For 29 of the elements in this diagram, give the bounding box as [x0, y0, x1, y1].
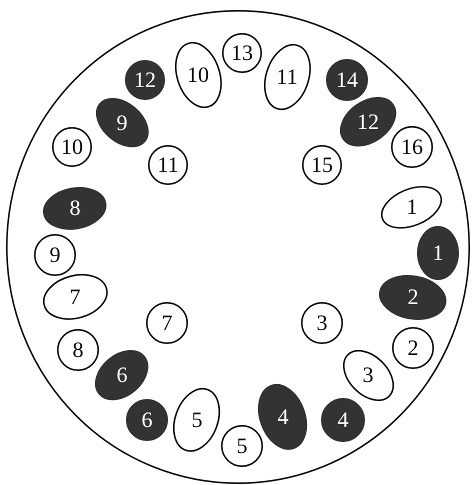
numbered-oval: 7: [146, 302, 188, 344]
numbered-oval: 2: [379, 274, 447, 320]
numbered-oval: 6: [126, 399, 168, 441]
numbered-oval: 1: [381, 186, 442, 228]
numbered-oval: 4: [258, 384, 308, 450]
numbered-oval: 3: [342, 350, 394, 400]
numbered-oval: 12: [125, 60, 165, 100]
numbered-oval: 16: [391, 126, 433, 168]
numbered-oval: 9: [96, 98, 148, 148]
numbered-oval: 8: [57, 329, 99, 371]
numbered-oval: 12: [340, 97, 396, 147]
numbered-oval: 2: [392, 327, 434, 369]
numbered-oval: 6: [95, 350, 149, 400]
numbered-oval: 10: [174, 42, 222, 108]
numbered-oval: 5: [173, 388, 221, 452]
numbered-oval: 10: [52, 127, 92, 167]
numbered-oval: 1: [417, 226, 459, 280]
numbered-oval: 15: [302, 145, 342, 185]
numbered-oval: 14: [326, 59, 368, 101]
numbered-oval: 8: [43, 186, 107, 230]
numbered-oval: 5: [221, 425, 263, 467]
numbered-oval: 13: [222, 33, 262, 73]
outer-circle: [6, 10, 470, 484]
numbered-oval: 11: [148, 145, 188, 185]
numbered-oval: 11: [264, 44, 310, 110]
numbered-oval: 4: [321, 398, 365, 442]
numbered-oval: 9: [34, 234, 76, 276]
numbered-oval: 7: [42, 274, 108, 320]
numbered-oval: 3: [301, 302, 343, 344]
